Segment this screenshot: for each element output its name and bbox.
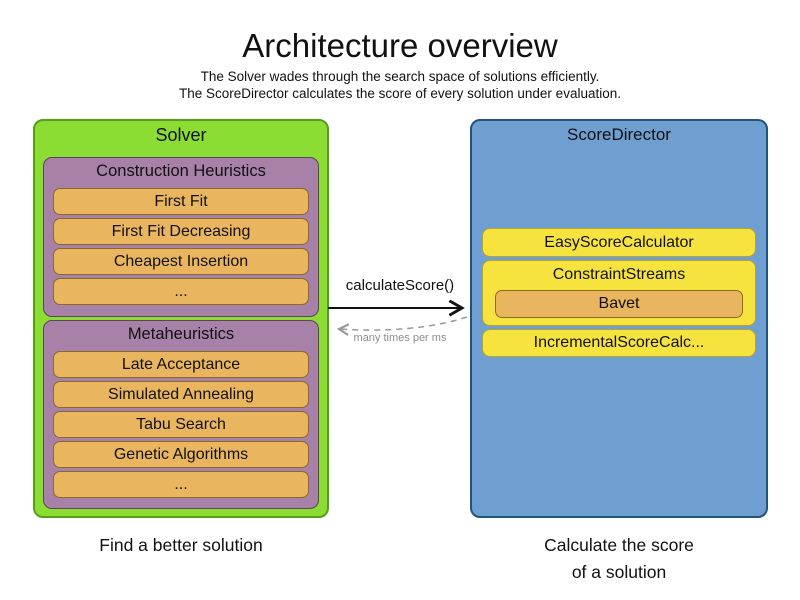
solver-box: Solver Construction Heuristics First Fit… bbox=[33, 119, 329, 518]
algorithm-item: Cheapest Insertion bbox=[53, 248, 309, 275]
algorithm-item: ... bbox=[53, 471, 309, 498]
algorithm-item: ... bbox=[53, 278, 309, 305]
bavet-box: Bavet bbox=[495, 290, 743, 318]
subtitle-line-2: The ScoreDirector calculates the score o… bbox=[179, 86, 621, 101]
feedback-dashed-arrow bbox=[336, 316, 468, 336]
arrow-frequency-note: many times per ms bbox=[353, 332, 447, 344]
score-director-caption: Calculate the score of a solution bbox=[470, 532, 768, 586]
algorithm-item: First Fit bbox=[53, 188, 309, 215]
easy-score-calculator-box: EasyScoreCalculator bbox=[482, 228, 756, 257]
constraint-streams-box: ConstraintStreams Bavet bbox=[482, 260, 756, 326]
score-director-caption-line-1: Calculate the score bbox=[544, 535, 694, 555]
incremental-score-calculator-box: IncrementalScoreCalc... bbox=[482, 329, 756, 357]
subtitle-line-1: The Solver wades through the search spac… bbox=[200, 69, 600, 84]
algorithm-item: First Fit Decreasing bbox=[53, 218, 309, 245]
score-director-box: ScoreDirector EasyScoreCalculator Constr… bbox=[470, 119, 768, 518]
solver-label: Solver bbox=[155, 125, 207, 145]
algorithm-item: Late Acceptance bbox=[53, 351, 309, 378]
page-title: Architecture overview bbox=[242, 27, 558, 64]
score-director-label: ScoreDirector bbox=[567, 125, 671, 144]
solver-caption: Find a better solution bbox=[99, 535, 263, 555]
calculate-score-arrows-icon bbox=[328, 300, 468, 336]
metaheuristics-label: Metaheuristics bbox=[127, 325, 235, 343]
algorithm-item: Tabu Search bbox=[53, 411, 309, 438]
algorithm-item: Simulated Annealing bbox=[53, 381, 309, 408]
calculate-score-arrow-label: calculateScore() bbox=[345, 277, 455, 294]
construction-heuristics-label: Construction Heuristics bbox=[96, 162, 266, 180]
algorithm-item: Genetic Algorithms bbox=[53, 441, 309, 468]
score-director-caption-line-2: of a solution bbox=[571, 562, 667, 582]
constraint-streams-label: ConstraintStreams bbox=[552, 266, 686, 283]
